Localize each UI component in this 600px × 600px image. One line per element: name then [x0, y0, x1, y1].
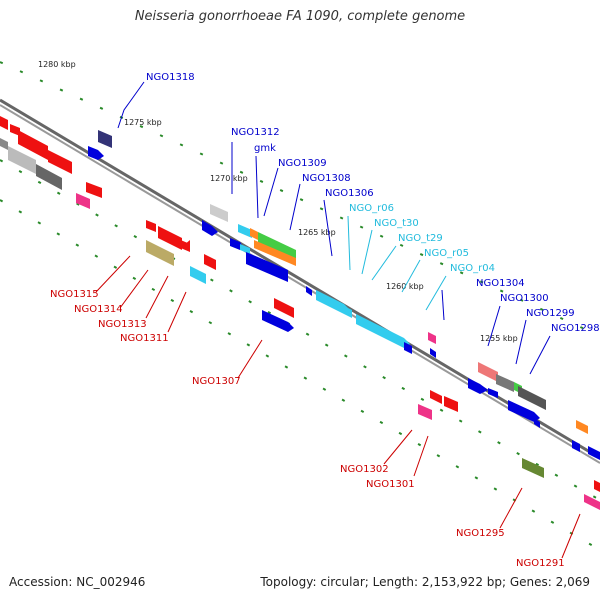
gene-arrow [430, 348, 436, 358]
label-ngo1307: NGO1307 [192, 376, 241, 387]
label-ngo1304: NGO1304 [476, 278, 525, 289]
gene-box [18, 130, 48, 160]
bottom-gene-labels: NGO1315 NGO1314 NGO1313 NGO1311 NGO1307 … [50, 289, 565, 569]
kbp-tick-1255: 1255 kbp [480, 334, 518, 343]
gene-arrow [534, 418, 540, 428]
gene-box [36, 164, 62, 190]
gene-arrow [146, 220, 156, 232]
kbp-tick-1265: 1265 kbp [298, 228, 336, 237]
gene-arrow [10, 124, 20, 136]
gene-box [176, 238, 190, 252]
gene-box [246, 252, 288, 282]
label-ngo-r04: NGO_r04 [450, 263, 495, 274]
gene-arrow [404, 342, 412, 354]
gene-arrow [306, 286, 312, 296]
gene-arrow [572, 440, 580, 452]
label-ngo-t30: NGO_t30 [374, 218, 419, 229]
label-ngo1299: NGO1299 [526, 308, 575, 319]
label-ngo1312: NGO1312 [231, 127, 280, 138]
label-ngo1314: NGO1314 [74, 304, 123, 315]
accession-text: Accession: NC_002946 [9, 575, 146, 589]
label-ngo1291: NGO1291 [516, 558, 565, 569]
label-ngo1308: NGO1308 [302, 173, 351, 184]
gene-arrow [202, 220, 218, 236]
label-ngo1318: NGO1318 [146, 72, 195, 83]
rna-leader-lines [347, 215, 447, 311]
gene-box [146, 240, 174, 266]
rrna-box [356, 314, 410, 348]
gene-box [588, 446, 600, 460]
gene-box [430, 390, 442, 404]
gene-box [522, 458, 544, 478]
gene-arrow [262, 310, 294, 332]
gene-box [428, 332, 436, 344]
label-ngo1309: NGO1309 [278, 158, 327, 169]
label-gmk: gmk [254, 143, 276, 154]
gene-box [258, 232, 296, 260]
kbp-tick-1275: 1275 kbp [124, 118, 162, 127]
gene-box [238, 224, 252, 238]
gene-box [76, 193, 90, 209]
gene-box [254, 240, 296, 266]
rrna-box [316, 290, 350, 314]
gene-arrow [508, 400, 540, 422]
gene-arrow [488, 388, 498, 398]
label-ngo1298: NGO1298 [551, 323, 600, 334]
rrna-box [344, 306, 352, 318]
label-ngo-r06: NGO_r06 [349, 203, 394, 214]
gene-box [210, 204, 228, 222]
gene-box [240, 244, 250, 254]
genome-stats-text: Topology: circular; Length: 2,153,922 bp… [260, 575, 590, 589]
kbp-tick-1280: 1280 kbp [38, 60, 76, 69]
gene-arrow [184, 240, 190, 250]
label-ngo1302: NGO1302 [340, 464, 389, 475]
gene-box [86, 182, 102, 198]
gene-box [274, 298, 294, 318]
bottom-leader-lines [95, 255, 581, 559]
label-ngo1301: NGO1301 [366, 479, 415, 490]
gene-box [576, 420, 588, 434]
gene-arrow [468, 378, 488, 394]
gene-box [204, 254, 216, 270]
label-ngo1315: NGO1315 [50, 289, 99, 300]
gene-arrow [0, 116, 8, 130]
kbp-tick-1270: 1270 kbp [210, 174, 248, 183]
mid-scale-line [0, 159, 600, 501]
gene-box [496, 374, 514, 392]
gene-box [444, 396, 458, 412]
gene-box [98, 130, 112, 148]
gene-box [594, 480, 600, 492]
label-ngo1295: NGO1295 [456, 528, 505, 539]
gene-features [0, 116, 600, 510]
label-ngo-r05: NGO_r05 [424, 248, 469, 259]
top-leader-lines [117, 81, 551, 375]
gene-box [418, 404, 432, 420]
label-ngo1306: NGO1306 [325, 188, 374, 199]
rna-gene-labels: NGO_r06 NGO_t30 NGO_t29 NGO_r05 NGO_r04 [349, 203, 495, 274]
label-ngo1311: NGO1311 [120, 333, 169, 344]
gene-box [0, 138, 8, 150]
gene-box [48, 150, 72, 174]
inner-scale-line [0, 199, 600, 551]
gene-arrow [88, 146, 104, 160]
label-ngo1313: NGO1313 [98, 319, 147, 330]
scale-dots [0, 61, 600, 551]
genome-backbone [0, 98, 600, 464]
gene-box [584, 494, 600, 510]
map-title: Neisseria gonorrhoeae FA 1090, complete … [134, 9, 466, 24]
label-ngo-t29: NGO_t29 [398, 233, 443, 244]
gene-box [250, 228, 258, 240]
top-gene-labels: NGO1318 NGO1312 gmk NGO1309 NGO1308 NGO1… [146, 72, 600, 334]
gene-box [190, 266, 206, 284]
gene-box [518, 386, 546, 410]
gene-box [8, 146, 36, 174]
label-ngo1300: NGO1300 [500, 293, 549, 304]
gene-box [478, 362, 498, 382]
